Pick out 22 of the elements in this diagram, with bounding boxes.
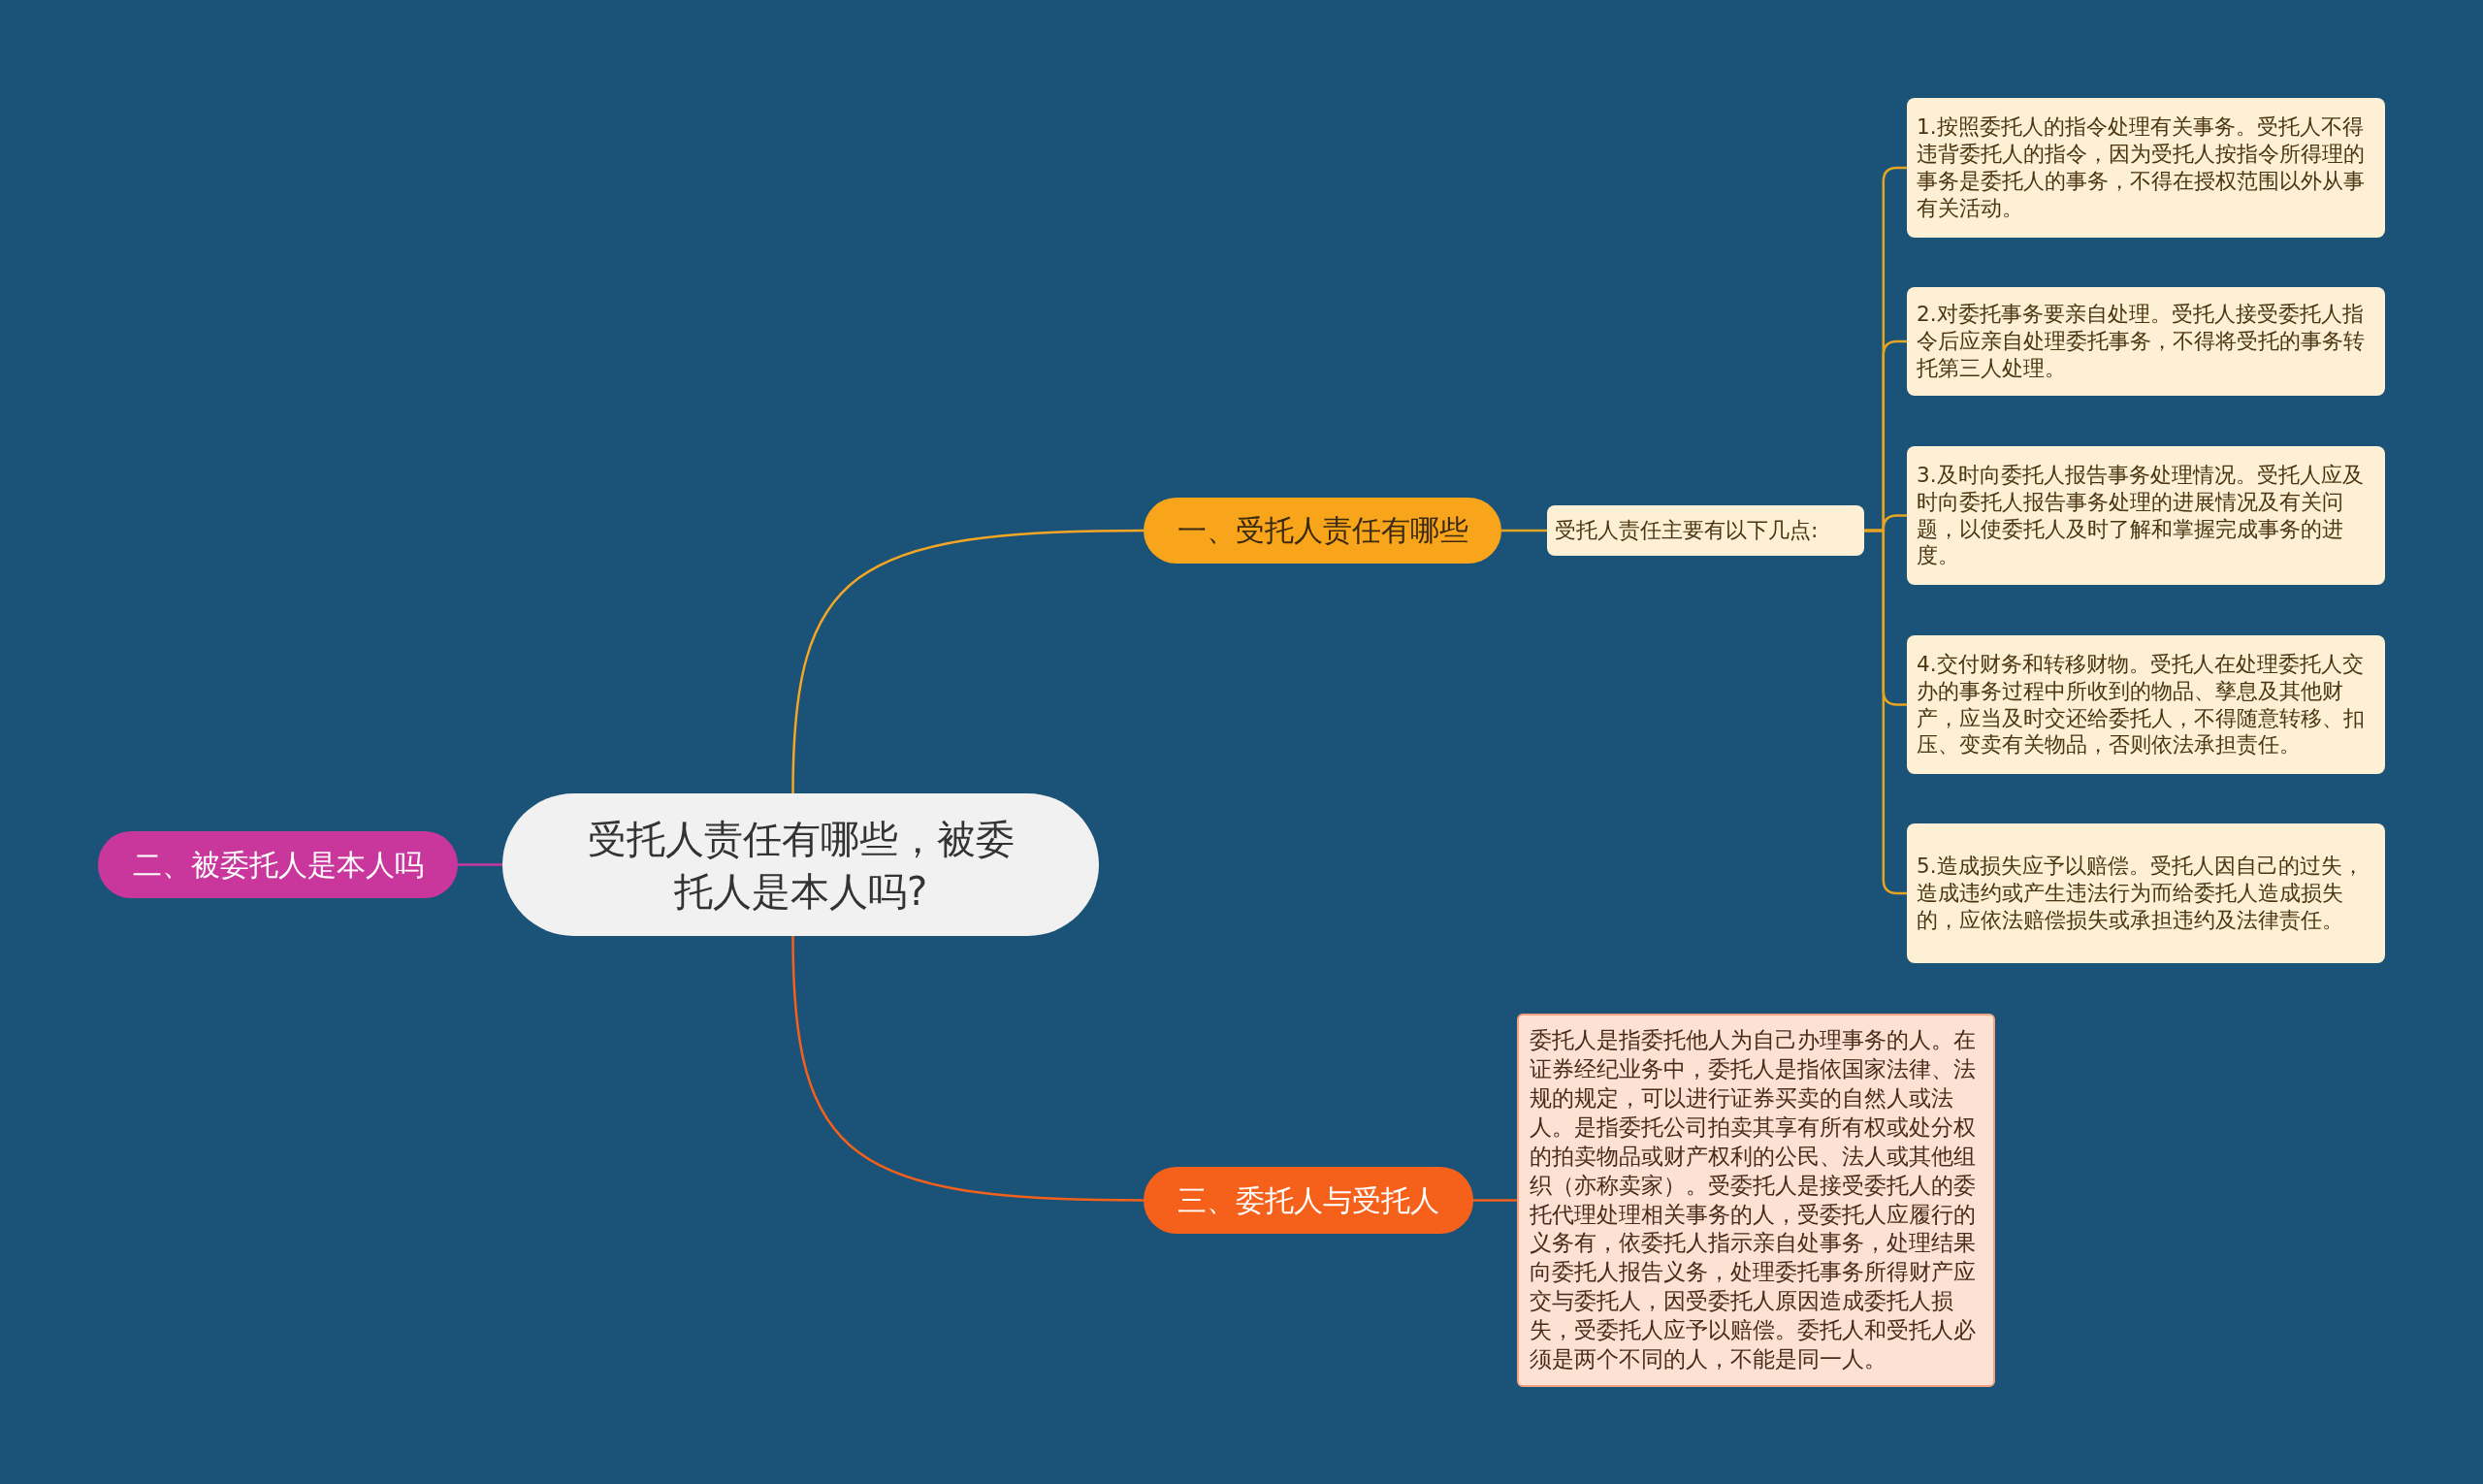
node-text: 1.按照委托人的指令处理有关事务。受托人不得违背委托人的指令，因为受托人按指令所得理的事务是委托人的事务，不得在授权范围以外从事有关活动。 — [1917, 113, 2366, 222]
node-text: 二、被委托人是本人吗 — [132, 847, 424, 883]
connector-line — [1501, 529, 1547, 532]
connector-line — [791, 529, 1144, 794]
detail-card — [1907, 287, 2385, 396]
connector-line — [791, 935, 1144, 1202]
node-text: 三、委托人与受托人 — [1177, 1182, 1439, 1218]
detail-card — [1907, 446, 2385, 585]
node-text: 2.对委托事务要亲自处理。受托人接受委托人指令后应亲自处理委托事务，不得将受托的事务转托第三人处理。 — [1917, 301, 2366, 382]
node-text: 5.造成损失应予以赔偿。受托人因自己的过失，造成违约或产生违法行为而给委托人造成损失的，应依法赔偿损失或承担违约及法律责任。 — [1917, 853, 2365, 934]
node-text: 一、受托人责任有哪些 — [1177, 513, 1468, 548]
subtopic-box — [1547, 505, 1864, 556]
node-text: 委托人是指委托他人为自己办理事务的人。在证券经纪业务中，委托人是指依国家法律、法规的规定，可以进行证券买卖的自然人或法人。是指委托公司拍卖其享有所有权或处分权的拍卖物品或财产权利的公民、法人或其他组织（亦称卖家）。受委托人是接受委托人的委托代理处理相关事务的人，受委托人应履行的义务有，依委托人指示亲自处事务，处理结果向委托人报告义务，处理委托事务所得财产应交与委托人，因受委托人原因造成委托人损失，受委托人应予以赔偿。委托人和受托人必须是两个不同的人，不能是同一人。 — [1530, 1025, 1977, 1374]
connector-line — [1473, 1199, 1517, 1202]
node-text: 受托人责任主要有以下几点: — [1555, 517, 1820, 544]
detail-card — [1907, 635, 2385, 774]
connector-line — [458, 863, 502, 866]
node-text: 受托人责任有哪些，被委托人是本人吗? — [586, 815, 1016, 916]
detail-card — [1907, 823, 2385, 963]
detail-card — [1907, 98, 2385, 238]
node-text: 4.交付财务和转移财物。受托人在处理委托人交办的事务过程中所收到的物品、孳息及其他财产，应当及时交还给委托人，不得随意转移、扣压、变卖有关物品，否则依法承担责任。 — [1917, 650, 2366, 759]
node-text: 3.及时向委托人报告事务处理情况。受托人应及时向委托人报告事务处理的进展情况及有关问题，以使委托人及时了解和掌握完成事务的进度。 — [1917, 461, 2365, 570]
